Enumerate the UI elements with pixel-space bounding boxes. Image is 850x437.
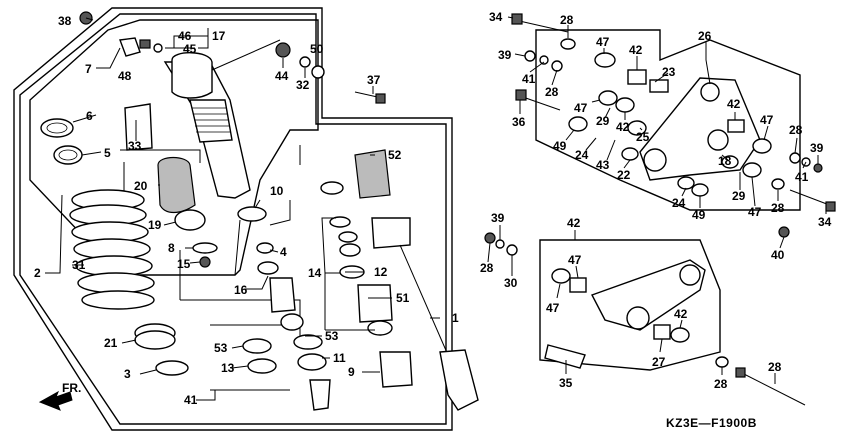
callout-22: 22 — [617, 168, 631, 182]
callout-12: 51 — [396, 291, 410, 305]
callout-29-a: 29 — [596, 114, 610, 128]
callout-7: 7 — [85, 62, 92, 76]
callout-42-c: 42 — [727, 97, 741, 111]
callout-24-a: 24 — [575, 148, 589, 162]
callout-42-b: 42 — [616, 120, 630, 134]
callout-39-top: 39 — [498, 48, 512, 62]
coil-spring-2 — [69, 189, 155, 310]
callout-2: 31 — [72, 258, 86, 272]
callout-17: 17 — [212, 29, 226, 43]
callout-53-a: 53 — [214, 341, 228, 355]
callout-42-a: 42 — [629, 43, 643, 57]
callout-16: 14 — [308, 266, 322, 280]
callout-15: 10 — [270, 184, 284, 198]
callout-13: 11 — [333, 351, 346, 365]
callout-14: 12 — [374, 265, 388, 279]
callout-47-b: 47 — [574, 101, 588, 115]
callout-8: 15 — [177, 257, 191, 271]
callout-28-top: 28 — [560, 13, 574, 27]
bump-rubber-18-20-19-8 — [157, 156, 218, 268]
callout-47-f: 42 — [674, 307, 688, 321]
callout-19: 8 — [168, 241, 175, 255]
spring-seat-31-21 — [134, 323, 189, 376]
callout-18: 20 — [134, 179, 148, 193]
callout-9: 1 — [452, 311, 459, 325]
callout-48: 48 — [118, 69, 132, 83]
callout-4: 16 — [234, 283, 248, 297]
callout-33: 33 — [128, 139, 142, 153]
callout-41-r: 41 — [795, 170, 809, 184]
callout-41-l: 39 — [491, 211, 505, 225]
callout-37: 37 — [367, 73, 381, 87]
callout-24-b: 24 — [672, 196, 686, 210]
callout-47-e: 47 — [546, 301, 560, 315]
leader-lines — [45, 16, 827, 401]
callout-1: 2 — [34, 266, 41, 280]
callout-44: 44 — [275, 69, 289, 83]
piston-rod-stack — [256, 216, 413, 411]
callout-42-d: 18 — [718, 154, 732, 168]
callout-31: 21 — [104, 336, 118, 350]
callout-29-b: 29 — [732, 189, 746, 203]
callout-10: 52 — [388, 148, 402, 162]
callout-27: 35 — [559, 376, 573, 390]
callout-38: 38 — [58, 14, 72, 28]
callout-28-mid: 28 — [545, 85, 559, 99]
front-arrow-label: FR. — [62, 381, 81, 395]
callout-39-r: 39 — [810, 141, 824, 155]
callout-20: 19 — [148, 218, 162, 232]
outline-groups — [13, 7, 801, 431]
callout-49-a: 49 — [553, 139, 567, 153]
callout-45: 45 — [183, 42, 197, 56]
callout-28-l: 30 — [504, 276, 518, 290]
inner-dividers — [120, 145, 301, 391]
callout-47-c: 47 — [760, 113, 774, 127]
callout-25: 25 — [636, 130, 650, 144]
callout-28-r: 28 — [789, 123, 803, 137]
callout-47-a: 47 — [596, 35, 610, 49]
callout-50: 50 — [310, 42, 324, 56]
callout-26: 26 — [698, 29, 712, 43]
callout-51: 53 — [325, 329, 339, 343]
callout-21: 3 — [124, 367, 131, 381]
callout-41-top: 41 — [522, 72, 536, 86]
callout-28-b: 28 — [714, 377, 728, 391]
callout-36: 36 — [512, 115, 526, 129]
callout-34-top: 34 — [489, 10, 503, 24]
pivot-bolt-35 — [715, 356, 806, 406]
front-direction-arrow — [38, 390, 73, 411]
callout-35: 28 — [768, 360, 782, 374]
callout-39-l: 28 — [480, 261, 494, 275]
callout-42-f: 27 — [652, 355, 666, 369]
callout-28-r2: 28 — [771, 201, 785, 215]
callout-32: 32 — [296, 78, 310, 92]
damper-rod-9 — [399, 244, 479, 411]
callout-labels: 38 46 17 45 7 48 6 5 33 44 32 50 37 34 2… — [34, 10, 832, 407]
o-rings-53 — [242, 338, 277, 374]
callout-46: 46 — [178, 29, 192, 43]
callout-47-d: 47 — [748, 205, 762, 219]
callout-11: 9 — [348, 365, 355, 379]
seals-15-10 — [237, 149, 391, 222]
callout-23: 23 — [662, 65, 676, 79]
callout-52: 4 — [280, 245, 287, 259]
callout-3: 41 — [184, 393, 198, 407]
callout-53-b: 13 — [221, 361, 235, 375]
shock-absorber-body — [119, 37, 281, 199]
connecting-rod-30 — [484, 232, 706, 369]
callout-43: 43 — [596, 158, 610, 172]
callout-49-b: 49 — [692, 208, 706, 222]
callout-6: 6 — [86, 109, 93, 123]
bolts-34-36-37 — [79, 11, 836, 238]
diagram-code: KZ3E—F1900B — [666, 416, 757, 430]
callout-34-r: 34 — [818, 215, 832, 229]
callout-40: 40 — [771, 248, 785, 262]
shock-arm-26 — [568, 52, 772, 197]
spring-rings-6-5-33 — [40, 103, 153, 165]
callout-5: 5 — [104, 146, 111, 160]
callout-42-e: 47 — [568, 253, 582, 267]
callout-30: 42 — [567, 216, 581, 230]
